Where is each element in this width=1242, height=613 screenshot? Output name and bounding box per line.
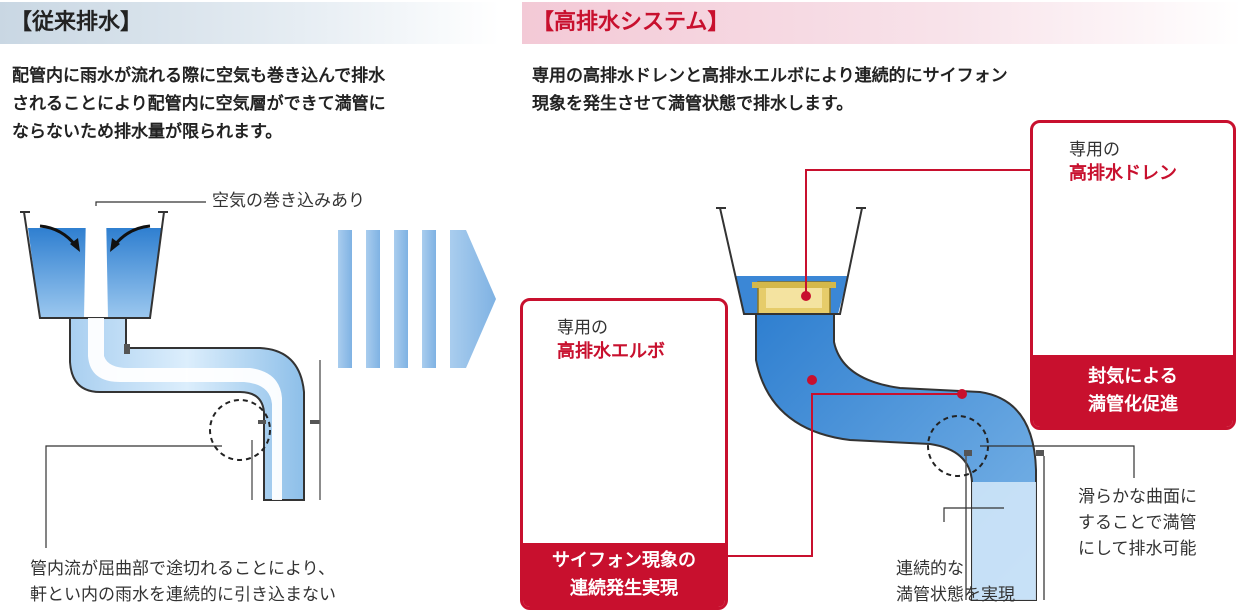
interruption-leader [45,445,222,548]
smooth-curve-label-line: することで満管 [1078,513,1197,533]
high-drainage-system-header: 【高排水システム】 [522,2,1242,44]
air-label-leader [95,201,206,206]
conventional-gutter [20,210,168,319]
red-leaders [728,169,1030,557]
smooth-curve-label-line: 滑らかな曲面に [1078,487,1197,507]
smooth-curve-label: 滑らかな曲面に することで満管 にして排水可能 [1078,484,1197,562]
full-pipe-state-label: 連続的な 満管状態を実現 [896,556,1015,608]
interruption-caption: 管内流が屈曲部で途切れることにより、 軒とい内の雨水を連続的に引き込まない [30,556,336,608]
high-drainage-description-line: 現象を発生させて満管状態で排水します。 [532,94,854,114]
conventional-pipe [69,317,321,501]
conventional-description-line: 配管内に雨水が流れる際に空気も巻き込んで排水 [12,66,386,86]
conventional-drainage-header: 【従来排水】 [0,2,500,44]
high-drainage-description: 専用の高排水ドレンと高排水エルボにより連続的にサイフォン 現象を発生させて満管状… [532,62,1232,118]
interruption-caption-line: 軒とい内の雨水を連続的に引き込まない [30,585,336,605]
high-drainage-gutter [716,207,866,315]
drain-callout-box: 専用の 高排水ドレン 封気による 満管化促進 [1030,120,1236,430]
drain-footer-line: 満管化促進 [1088,394,1178,415]
elbow-footer-line: サイフォン現象の [552,550,696,571]
full-state-leader [943,507,1004,522]
drain-footer: 封気による 満管化促進 [1033,355,1233,427]
drain-pre-label: 専用の [1069,140,1120,160]
smooth-curve-label-line: にして排水可能 [1078,539,1197,559]
air-entrainment-label: 空気の巻き込みあり [212,191,365,211]
conventional-description-line: ならないため排水量が限られます。 [12,122,283,142]
curve-label-leader [980,445,1135,478]
conventional-description-line: されることにより配管内に空気層ができて満管に [12,94,386,114]
elbow-callout-box: 専用の 高排水エルボ サイフォン現象の 連続発生実現 [520,298,728,610]
full-pipe-state-label-line: 連続的な [896,559,964,579]
conventional-description: 配管内に雨水が流れる際に空気も巻き込んで排水 されることにより配管内に空気層がで… [12,62,482,146]
elbow-pre-label: 専用の [557,318,608,338]
high-drainage-pipe [755,313,1045,601]
transition-arrow [338,230,496,368]
drain-footer-line: 封気による [1088,366,1178,387]
full-pipe-state-label-line: 満管状態を実現 [896,585,1015,605]
elbow-footer-line: 連続発生実現 [570,578,678,599]
drain-name-label: 高排水ドレン [1069,163,1177,184]
elbow-footer: サイフォン現象の 連続発生実現 [523,543,725,607]
interruption-caption-line: 管内流が屈曲部で途切れることにより、 [30,559,335,579]
high-drainage-description-line: 専用の高排水ドレンと高排水エルボにより連続的にサイフォン [532,66,1008,86]
elbow-name-label: 高排水エルボ [557,341,665,362]
